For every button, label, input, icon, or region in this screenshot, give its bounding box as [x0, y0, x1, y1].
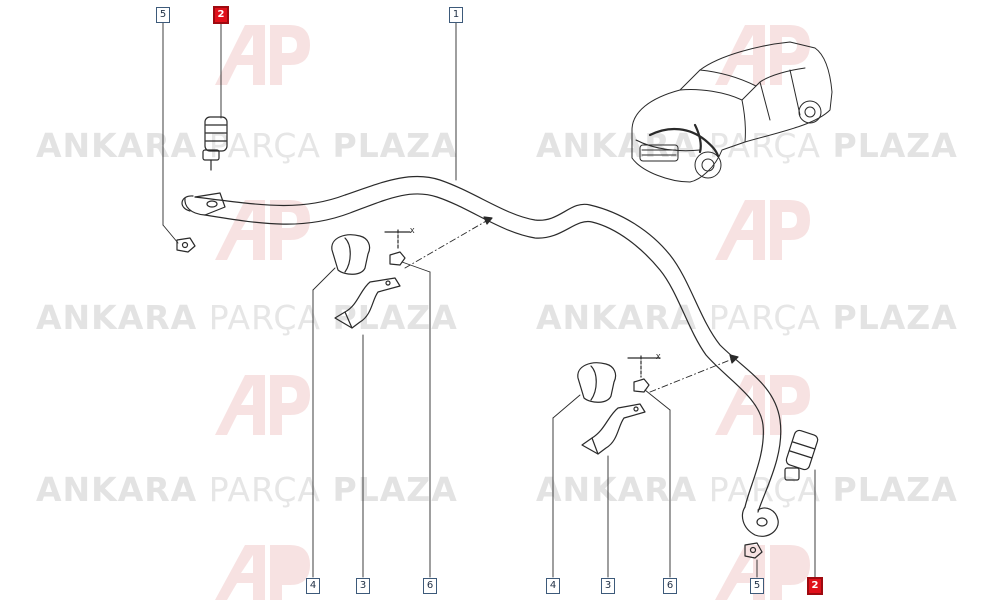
callout-1-top[interactable]: 1 — [449, 7, 463, 23]
logo-mark — [215, 25, 310, 85]
axis-label-x-right: x — [656, 351, 661, 361]
callout-3-bottom-right[interactable]: 3 — [601, 578, 615, 594]
link-rod-right — [784, 429, 819, 481]
clamp-left — [334, 277, 401, 329]
callout-5-top-left[interactable]: 5 — [156, 7, 170, 23]
callout-4-bottom-right[interactable]: 4 — [546, 578, 560, 594]
arrow-head — [483, 216, 493, 225]
watermark-text: ANKARA PARÇA PLAZA — [36, 126, 458, 165]
nut-left — [176, 237, 196, 253]
clamp-right — [581, 403, 646, 455]
leader-lines — [162, 19, 816, 578]
assembly-lines — [404, 219, 736, 393]
stabilizer-bar — [181, 175, 782, 537]
logo-mark — [215, 200, 310, 260]
callout-5-bottom-right[interactable]: 5 — [750, 578, 764, 594]
watermark-text: ANKARA PARÇA PLAZA — [536, 126, 958, 165]
callout-6-bottom-left[interactable]: 6 — [423, 578, 437, 594]
bushing-right — [577, 362, 617, 403]
logo-mark — [215, 545, 310, 600]
flange-nut-right — [627, 355, 661, 393]
link-rod-left — [202, 116, 228, 171]
callout-2-top-left[interactable]: 2 — [213, 6, 229, 24]
nut-right — [744, 542, 763, 559]
bushing-left — [331, 234, 371, 275]
callout-2-bottom-right[interactable]: 2 — [807, 577, 823, 595]
car-illustration — [631, 41, 833, 183]
logo-mark — [715, 25, 810, 85]
watermark-text: ANKARA PARÇA PLAZA — [536, 470, 958, 509]
callout-4-bottom-left[interactable]: 4 — [306, 578, 320, 594]
logo-mark — [715, 545, 810, 600]
logo-mark — [215, 375, 310, 435]
arrow-head — [729, 354, 739, 364]
watermark-text: ANKARA PARÇA PLAZA — [536, 298, 958, 337]
callout-3-bottom-left[interactable]: 3 — [356, 578, 370, 594]
axis-label-x-left: x — [410, 225, 415, 235]
logo-mark — [715, 200, 810, 260]
flange-nut-left — [384, 229, 411, 266]
callout-6-bottom-right[interactable]: 6 — [663, 578, 677, 594]
watermark-text: ANKARA PARÇA PLAZA — [36, 470, 458, 509]
